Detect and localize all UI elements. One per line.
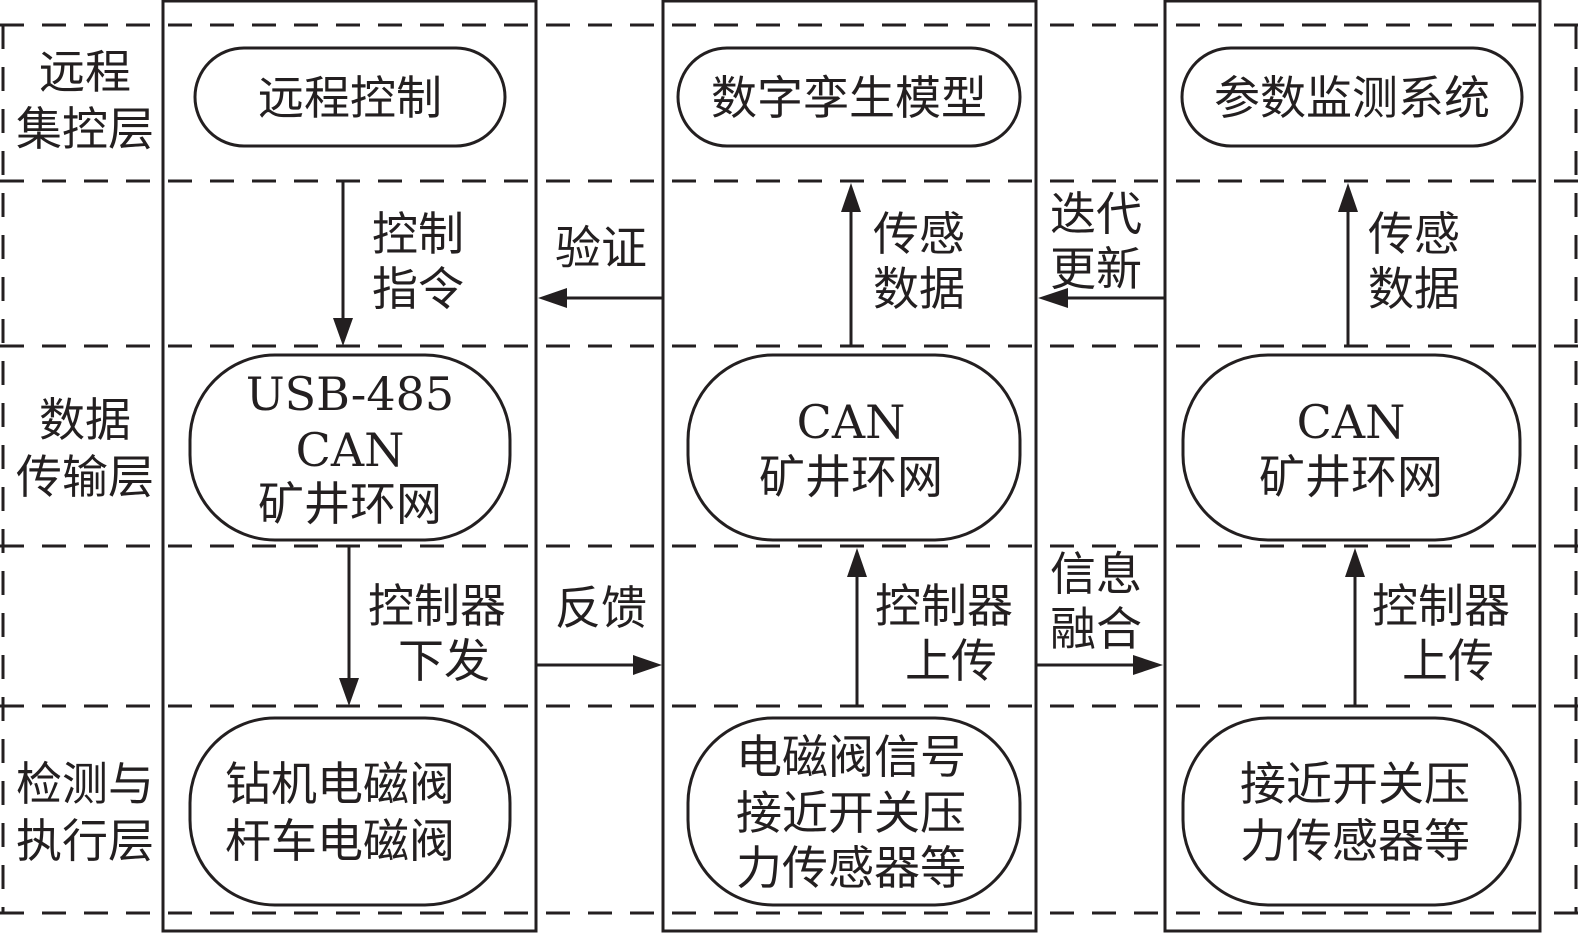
arrow-label: 反馈 — [555, 581, 647, 635]
arrow-label: 验证 — [555, 221, 647, 275]
node-label: 杆车电磁阀 — [225, 814, 455, 868]
arrow-label: 传感 — [1368, 207, 1460, 261]
node-label: 接近开关压 — [1240, 757, 1470, 811]
arrow-iterative-update — [1038, 288, 1165, 308]
arrow-label: 数据 — [1368, 262, 1460, 316]
column-frame-control — [161, 0, 538, 933]
layer-label: 远程 — [39, 45, 131, 99]
layer-dividers — [0, 23, 1578, 915]
arrow-sensor-data — [841, 183, 861, 346]
arrow-label: 信息 — [1050, 547, 1142, 601]
layer-label: 数据 — [39, 393, 131, 447]
node-can-network — [1181, 353, 1522, 542]
node-label: 矿井环网 — [258, 477, 442, 531]
column-frame-monitoring — [1163, 0, 1542, 933]
node-sensors — [1181, 716, 1522, 907]
node-label: 数字孪生模型 — [711, 71, 987, 125]
node-label: USB-485 — [246, 367, 454, 421]
arrow-label: 数据 — [873, 262, 965, 316]
node-usb485-can — [188, 353, 512, 542]
arrow-label: 上传 — [905, 634, 997, 688]
arrow-label: 控制器 — [368, 579, 506, 633]
arrow-label: 指令 — [372, 262, 464, 316]
node-label: CAN — [1297, 395, 1406, 449]
arrow-label: 控制 — [372, 207, 464, 261]
node-can-network — [686, 353, 1022, 542]
arrow-feedback — [536, 655, 662, 675]
node-label: CAN — [797, 395, 906, 449]
arrow-label: 更新 — [1050, 242, 1142, 296]
arrow-controller-upload — [1345, 548, 1365, 706]
column-frame-digital-twin — [661, 0, 1038, 933]
arrow-label: 传感 — [873, 207, 965, 261]
arrow-control-command — [333, 181, 353, 346]
arrow-label: 上传 — [1402, 634, 1494, 688]
arrow-verify — [538, 288, 663, 308]
node-sensors — [686, 716, 1022, 907]
arrow-label: 控制器 — [875, 579, 1013, 633]
layer-label: 检测与 — [16, 757, 154, 811]
node-label: 矿井环网 — [759, 450, 943, 504]
node-solenoid-valves — [188, 716, 512, 907]
arrow-label: 控制器 — [1372, 579, 1510, 633]
node-label: 参数监测系统 — [1214, 71, 1490, 125]
arrow-controller-dispatch — [339, 546, 359, 706]
arrow-controller-upload — [847, 548, 867, 706]
arrow-sensor-data — [1338, 183, 1358, 346]
arrow-label: 下发 — [398, 634, 490, 688]
node-label: 接近开关压 — [736, 786, 966, 840]
node-remote-control — [193, 46, 507, 148]
layer-label: 执行层 — [16, 814, 154, 868]
node-parameter-monitoring — [1180, 46, 1524, 148]
node-digital-twin — [676, 46, 1022, 148]
arrow-label: 融合 — [1050, 602, 1142, 656]
node-label: 矿井环网 — [1259, 450, 1443, 504]
node-label: 远程控制 — [258, 71, 442, 125]
node-label: 电磁阀信号 — [736, 730, 966, 784]
node-label: CAN — [296, 423, 405, 477]
layer-label: 传输层 — [16, 450, 154, 504]
layer-label: 集控层 — [16, 102, 154, 156]
node-label: 钻机电磁阀 — [225, 757, 455, 811]
arrow-information-fusion — [1036, 655, 1163, 675]
node-label: 力传感器等 — [1240, 814, 1470, 868]
arrow-label: 迭代 — [1050, 187, 1142, 241]
node-label: 力传感器等 — [736, 841, 966, 895]
